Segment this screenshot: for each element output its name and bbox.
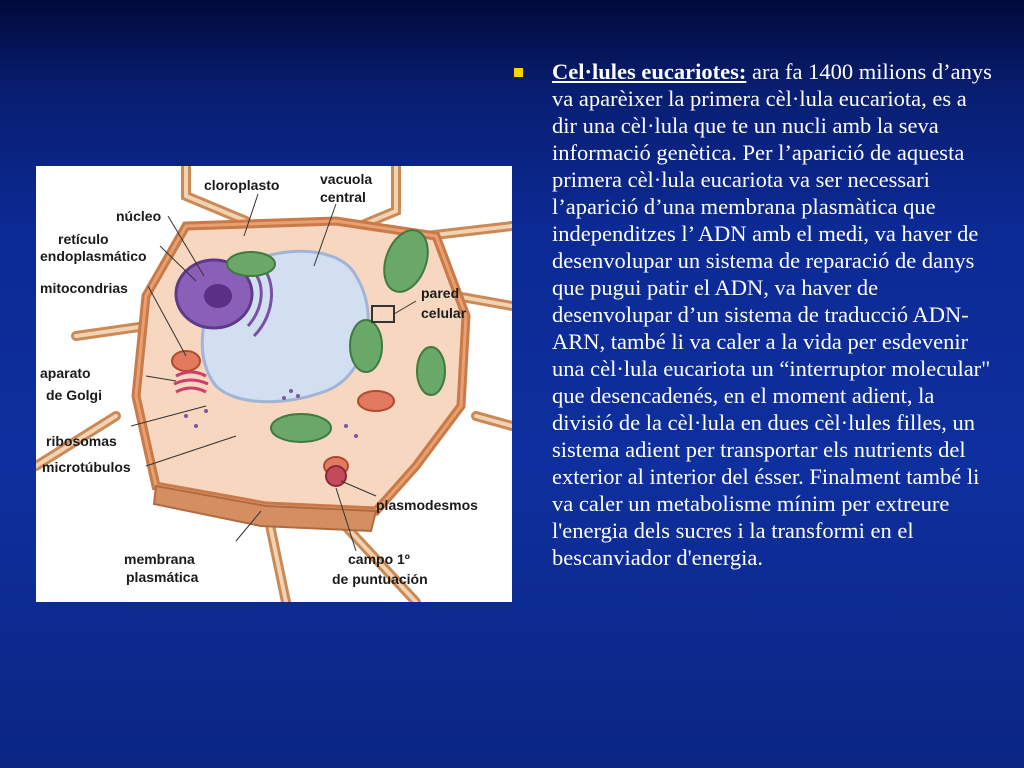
cell-diagram: cloroplasto vacuola central núcleo retíc… bbox=[36, 166, 512, 602]
plant-cell-illustration: cloroplasto vacuola central núcleo retíc… bbox=[36, 166, 512, 602]
label-campo: campo 1º bbox=[348, 551, 410, 567]
bullet-item: Cel·lules eucariotes: ara fa 1400 milion… bbox=[514, 58, 994, 571]
label-endoplasmatico: endoplasmático bbox=[40, 248, 147, 264]
bullet-lead: Cel·lules eucariotes: bbox=[552, 59, 747, 84]
label-pared: pared bbox=[421, 285, 459, 301]
label-reticulo: retículo bbox=[58, 231, 109, 247]
label-golgi: de Golgi bbox=[46, 387, 102, 403]
bullet-paragraph: Cel·lules eucariotes: ara fa 1400 milion… bbox=[552, 58, 994, 571]
label-aparato: aparato bbox=[40, 365, 91, 381]
label-membrana: membrana bbox=[124, 551, 195, 567]
square-bullet-icon bbox=[514, 68, 523, 77]
label-ribosomas: ribosomas bbox=[46, 433, 117, 449]
slide-text: Cel·lules eucariotes: ara fa 1400 milion… bbox=[514, 58, 994, 571]
bullet-body: ara fa 1400 milions d’anys va aparèixer … bbox=[552, 59, 992, 570]
label-cloroplasto: cloroplasto bbox=[204, 177, 279, 193]
label-puntuacion: de puntuación bbox=[332, 571, 428, 587]
label-vacuola: vacuola bbox=[320, 171, 372, 187]
label-vacuola-central: central bbox=[320, 189, 366, 205]
label-nucleo: núcleo bbox=[116, 208, 161, 224]
label-pared-celular: celular bbox=[421, 305, 467, 321]
label-mitocondrias: mitocondrias bbox=[40, 280, 128, 296]
label-plasmatica: plasmática bbox=[126, 569, 199, 585]
label-plasmodesmos: plasmodesmos bbox=[376, 497, 478, 513]
label-microtubulos: microtúbulos bbox=[42, 459, 131, 475]
